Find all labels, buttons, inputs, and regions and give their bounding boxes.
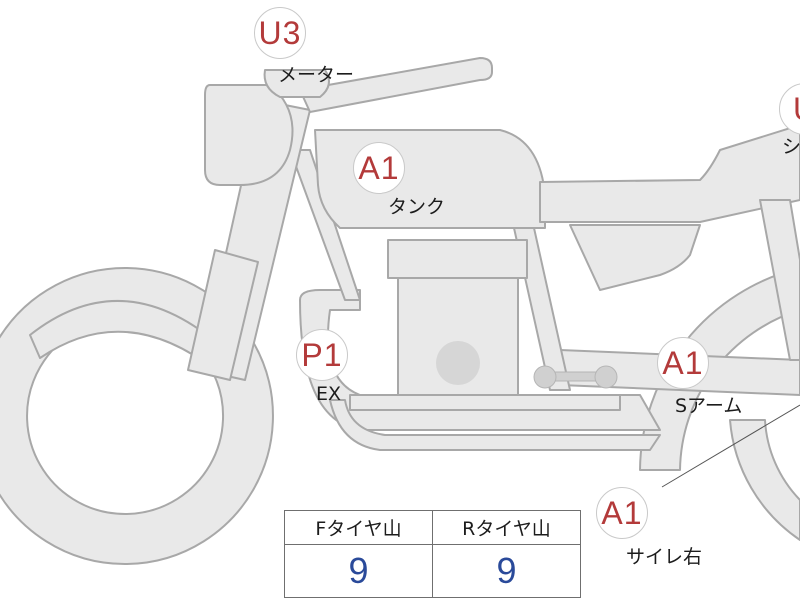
handlebar [299, 57, 493, 113]
silencer-label: サイレ右 [626, 546, 703, 568]
rear-shock [759, 199, 800, 361]
exhaust-code-marker[interactable]: P1 [296, 329, 348, 381]
swingarm-code-marker[interactable]: A1 [657, 337, 709, 389]
engine-top [387, 239, 528, 279]
brake-pedal [533, 365, 618, 389]
front-tire-value: 9 [284, 544, 433, 598]
swingarm-label: Sアーム [675, 395, 743, 417]
meter-label: メーター [278, 64, 355, 86]
front-tire-header: Fタイヤ山 [284, 510, 433, 545]
tire-tread-table: Fタイヤ山 Rタイヤ山 9 9 [284, 510, 581, 598]
engine-block [397, 277, 519, 396]
rear-wheel [639, 267, 800, 471]
silencer-leader-line [661, 404, 800, 488]
meter-code-marker[interactable]: U3 [254, 7, 306, 59]
exhaust-label: EX [316, 383, 342, 405]
headlight [204, 84, 294, 186]
tank-label: タンク [388, 196, 446, 218]
tank-code-marker[interactable]: A1 [353, 142, 405, 194]
rear-tire-value: 9 [432, 544, 581, 598]
seat-label: シ [782, 136, 800, 158]
silencer-code-marker[interactable]: A1 [596, 487, 648, 539]
engine-cover [436, 341, 480, 385]
rear-tire-header: Rタイヤ山 [432, 510, 581, 545]
side-cover [569, 224, 701, 291]
meter [263, 69, 330, 98]
